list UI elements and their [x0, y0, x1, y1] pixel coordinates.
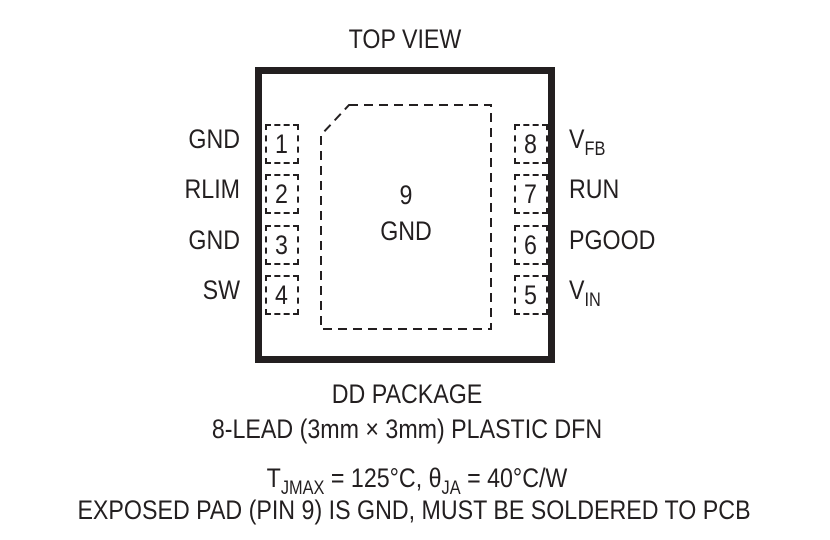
pin-3-name: GND	[188, 225, 240, 255]
diagram-title: TOP VIEW	[348, 24, 462, 54]
package-name: DD PACKAGE	[331, 379, 483, 409]
pin-8: 8	[514, 124, 548, 164]
pin-7: 7	[514, 174, 548, 214]
exposed-pad-outline	[320, 104, 492, 330]
pin-4: 4	[265, 275, 299, 315]
pin-8-name: VFB	[569, 124, 606, 160]
pin-5: 5	[514, 275, 548, 315]
package-outline: 9 GND 1 2 3 4 8 7 6 5	[255, 67, 555, 363]
exposed-pad-number: 9	[399, 180, 413, 210]
pin-2-name: RLIM	[184, 174, 240, 204]
exposed-pad-name: GND	[380, 216, 432, 246]
pin-7-name: RUN	[569, 174, 620, 204]
exposed-pad-note: EXPOSED PAD (PIN 9) IS GND, MUST BE SOLD…	[77, 495, 751, 525]
pin-6-name: PGOOD	[569, 225, 656, 255]
thermal-spec: TJMAX = 125°C, θJA = 40°C/W	[266, 463, 568, 499]
pin-6: 6	[514, 225, 548, 265]
pin-5-name: VIN	[569, 275, 601, 311]
pin-1-name: GND	[188, 124, 240, 154]
package-description: 8-LEAD (3mm × 3mm) PLASTIC DFN	[211, 414, 603, 444]
pin-3: 3	[265, 225, 299, 265]
pin-1: 1	[265, 124, 299, 164]
pin-4-name: SW	[202, 275, 240, 305]
pin-2: 2	[265, 174, 299, 214]
